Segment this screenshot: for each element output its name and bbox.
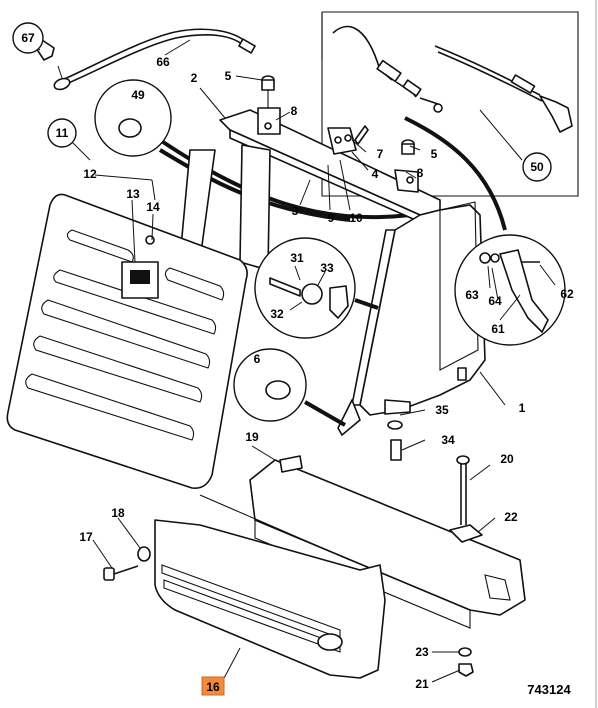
label-8b: 8 xyxy=(417,166,424,180)
washer-18 xyxy=(137,546,151,562)
svg-text:49: 49 xyxy=(131,88,145,102)
bumper-16 xyxy=(154,494,386,679)
nut-21 xyxy=(458,663,474,677)
label-34: 34 xyxy=(441,433,455,447)
detail-circle-31-33 xyxy=(254,237,379,339)
badge-emblem xyxy=(130,270,150,284)
bolt-17 xyxy=(103,565,139,581)
label-3: 3 xyxy=(292,204,299,218)
label-20: 20 xyxy=(500,452,514,466)
detail-circle-6 xyxy=(233,348,346,427)
label-63: 63 xyxy=(465,288,479,302)
label-9: 9 xyxy=(328,211,335,225)
label-32: 32 xyxy=(270,307,284,321)
detail-circle-49 xyxy=(94,79,172,157)
label-5a: 5 xyxy=(225,69,232,83)
bolt-20 xyxy=(449,455,483,543)
callout-6: 6 xyxy=(254,352,261,366)
bolt-5b xyxy=(401,139,415,155)
guide-curve-50 xyxy=(404,116,507,231)
bolt-5a xyxy=(261,75,275,108)
guide-curve-49 xyxy=(158,148,351,222)
label-31: 31 xyxy=(290,251,304,265)
grille-panel xyxy=(6,193,248,490)
label-10: 10 xyxy=(349,211,363,225)
leader-lines xyxy=(36,39,556,683)
figure-number: 743124 xyxy=(527,682,571,697)
frame-assembly xyxy=(179,109,486,436)
label-33: 33 xyxy=(320,261,334,275)
label-2: 2 xyxy=(191,71,198,85)
label-62: 62 xyxy=(560,287,574,301)
label-13: 13 xyxy=(126,187,140,201)
detail-circle-61-64 xyxy=(454,234,566,346)
label-12: 12 xyxy=(83,167,97,181)
cable-66 xyxy=(53,28,256,91)
label-22: 22 xyxy=(504,510,518,524)
svg-text:50: 50 xyxy=(530,160,544,174)
label-17: 17 xyxy=(79,530,93,544)
label-61: 61 xyxy=(491,322,505,336)
highlight-box xyxy=(201,676,225,696)
callout-67: 67 xyxy=(12,22,44,54)
svg-text:11: 11 xyxy=(56,126,69,140)
label-21: 21 xyxy=(415,677,429,691)
cable-assembly-50 xyxy=(332,25,573,161)
lower-cover-19 xyxy=(249,455,526,629)
label-7: 7 xyxy=(377,147,384,161)
label-14: 14 xyxy=(146,200,160,214)
label-23: 23 xyxy=(415,645,429,659)
label-66: 66 xyxy=(156,55,170,69)
label-19: 19 xyxy=(245,430,259,444)
bolt-34 xyxy=(387,420,403,461)
svg-text:67: 67 xyxy=(21,31,35,45)
washer-23 xyxy=(458,647,472,657)
callout-labels: 66 2 5 8 7 5 4 8 3 9 10 12 13 14 31 33 3… xyxy=(79,55,574,691)
label-5b: 5 xyxy=(431,147,438,161)
callout-16-highlighted[interactable]: 16 xyxy=(201,676,225,696)
callout-49: 49 xyxy=(131,88,145,102)
label-8a: 8 xyxy=(291,104,298,118)
callout-11: 11 xyxy=(47,118,77,148)
label-64: 64 xyxy=(488,294,502,308)
label-18: 18 xyxy=(111,506,125,520)
inset-frame xyxy=(321,11,579,197)
label-1: 1 xyxy=(519,401,526,415)
callout-50: 50 xyxy=(522,152,552,182)
svg-text:6: 6 xyxy=(254,352,261,366)
label-4: 4 xyxy=(372,167,379,181)
label-16: 16 xyxy=(206,680,220,694)
label-35: 35 xyxy=(435,403,449,417)
